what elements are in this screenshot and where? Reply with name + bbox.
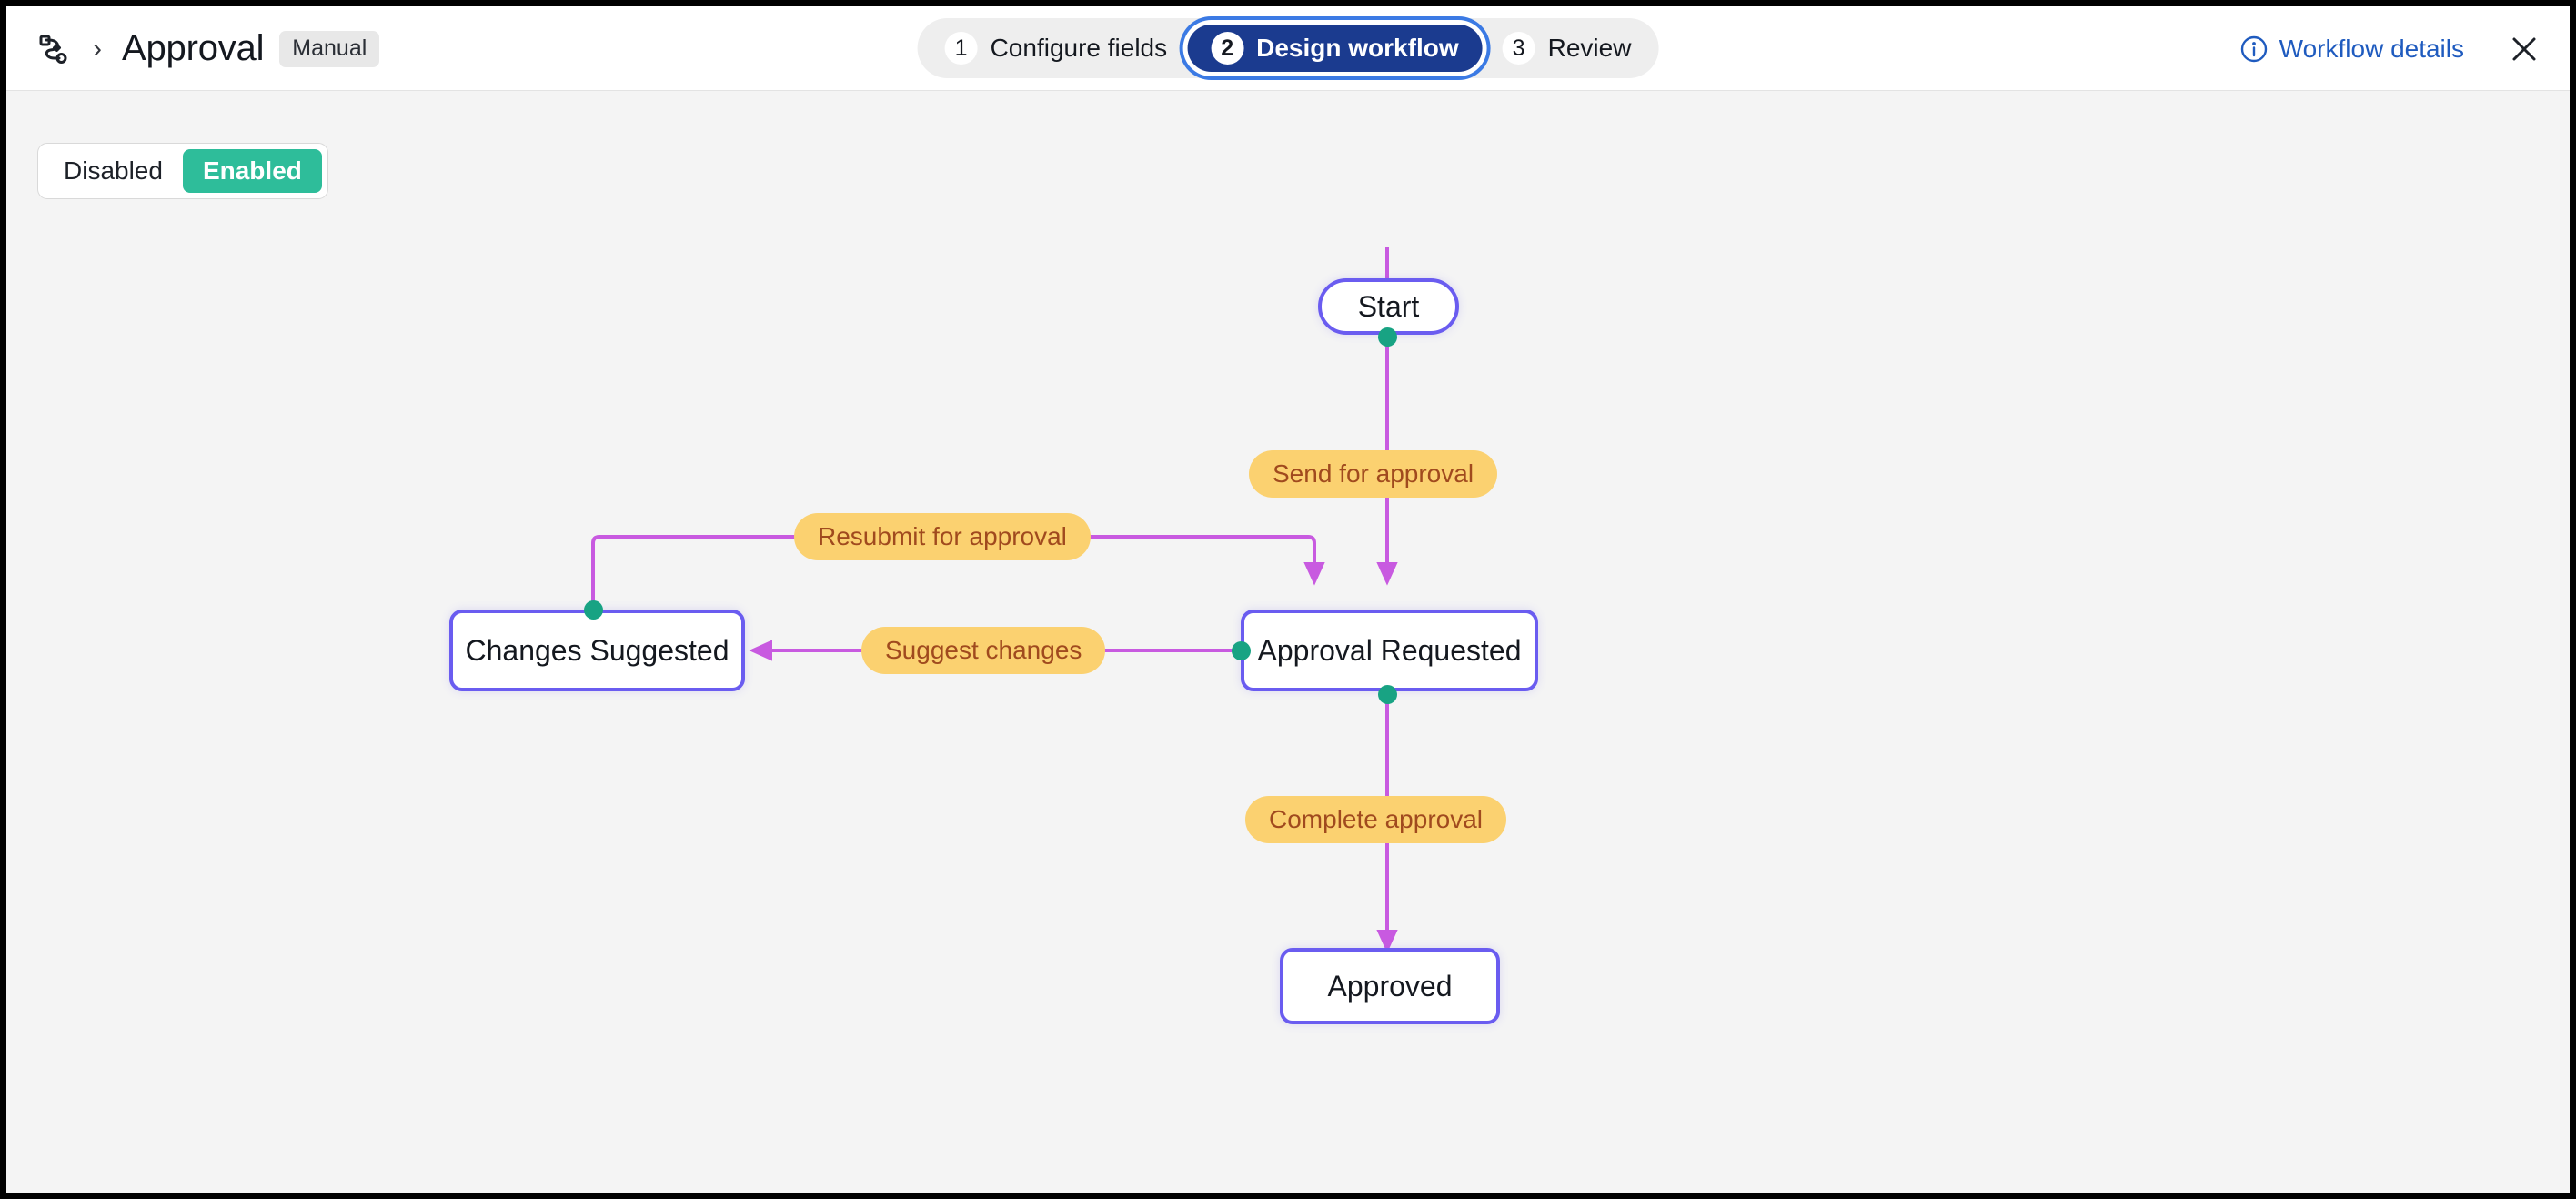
node-label: Changes Suggested — [465, 633, 730, 667]
app-window: › Approval Manual 1 Configure fields 2 D… — [6, 6, 2570, 1193]
step-number: 1 — [944, 32, 978, 65]
port-changes-suggested-top[interactable] — [584, 600, 603, 620]
edge-label-complete-approval[interactable]: Complete approval — [1245, 796, 1507, 843]
step-configure-fields[interactable]: 1 Configure fields — [925, 25, 1188, 71]
breadcrumb-separator-icon: › — [93, 33, 102, 64]
workflow-graph: Start Approval Requested Changes Suggest… — [6, 91, 2570, 1193]
edge-label-resubmit-for-approval[interactable]: Resubmit for approval — [794, 513, 1091, 560]
step-review[interactable]: 3 Review — [1483, 25, 1652, 71]
step-label: Design workflow — [1256, 34, 1459, 62]
workflow-details-button[interactable]: Workflow details — [2240, 35, 2464, 64]
node-approved[interactable]: Approved — [1280, 948, 1500, 1024]
step-label: Review — [1547, 34, 1632, 62]
node-label: Start — [1357, 289, 1420, 323]
node-approval-requested[interactable]: Approval Requested — [1241, 610, 1538, 691]
page-title: Approval — [122, 28, 265, 68]
step-label: Configure fields — [990, 34, 1168, 62]
header-right-group: Workflow details — [2240, 6, 2542, 91]
node-label: Approval Requested — [1257, 633, 1522, 667]
close-icon[interactable] — [2506, 31, 2542, 67]
wizard-stepper: 1 Configure fields 2 Design workflow 3 R… — [917, 18, 1659, 78]
node-start[interactable]: Start — [1318, 278, 1459, 335]
app-header: › Approval Manual 1 Configure fields 2 D… — [6, 6, 2570, 91]
step-number: 3 — [1502, 32, 1535, 65]
port-approval-requested-left[interactable] — [1232, 641, 1251, 660]
workflow-details-label: Workflow details — [2279, 34, 2464, 63]
info-circle-icon — [2240, 35, 2268, 63]
workflow-canvas[interactable]: Disabled Enabled — [6, 91, 2570, 1193]
node-label: Approved — [1327, 969, 1453, 1003]
port-approval-requested-bottom[interactable] — [1378, 685, 1397, 704]
node-changes-suggested[interactable]: Changes Suggested — [449, 610, 745, 691]
port-start-bottom[interactable] — [1378, 327, 1397, 347]
toggle-option-enabled[interactable]: Enabled — [182, 149, 322, 193]
workflow-type-badge: Manual — [279, 30, 380, 67]
header-left-group: › Approval Manual — [36, 6, 380, 91]
edge-label-send-for-approval[interactable]: Send for approval — [1249, 450, 1498, 498]
toggle-option-disabled[interactable]: Disabled — [64, 156, 163, 185]
edge-label-suggest-changes[interactable]: Suggest changes — [861, 627, 1106, 674]
step-number: 2 — [1211, 32, 1244, 65]
status-toggle: Disabled Enabled — [37, 143, 328, 199]
workflow-route-icon[interactable] — [36, 32, 71, 66]
step-design-workflow[interactable]: 2 Design workflow — [1187, 25, 1483, 72]
